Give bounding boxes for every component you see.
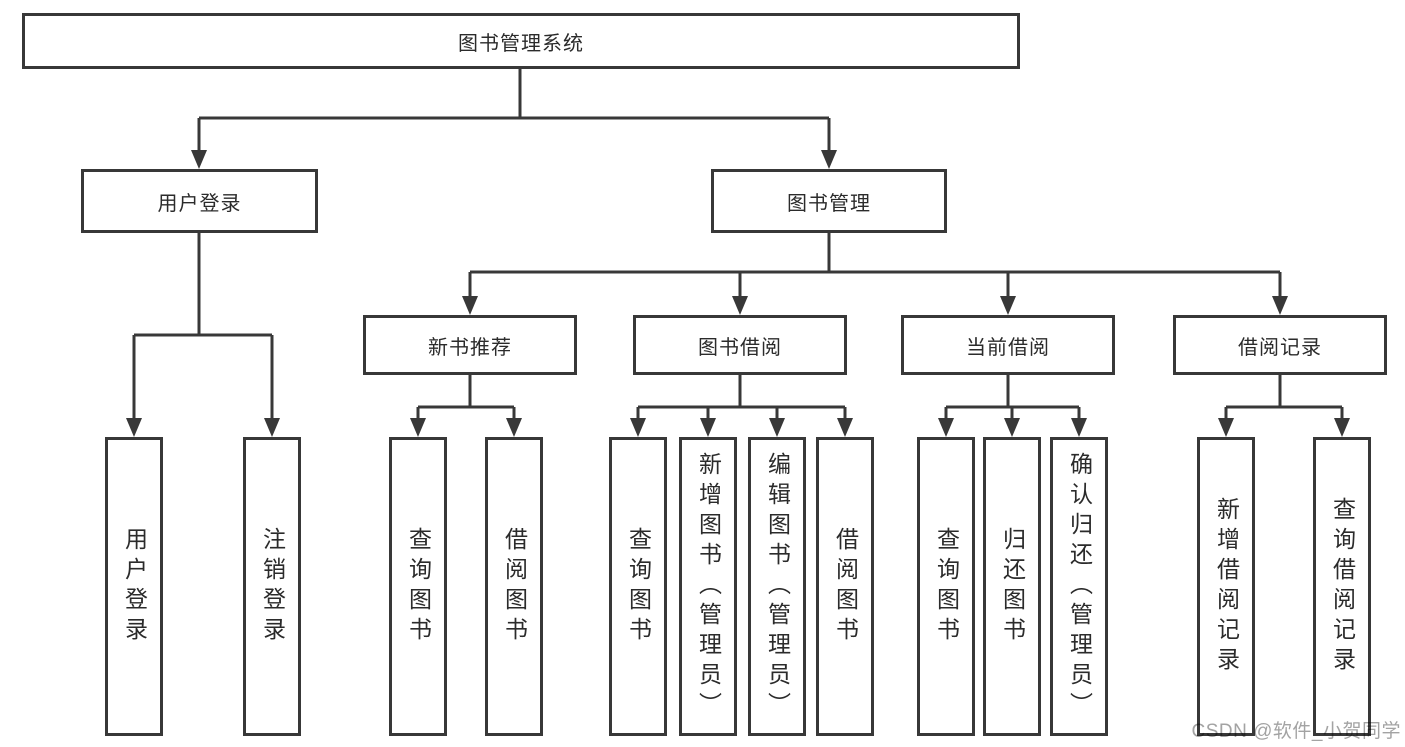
node-label: 图书借阅	[698, 336, 782, 359]
node-label: 查询图书	[933, 526, 960, 647]
node-user-login: 用户登录	[81, 169, 318, 233]
node-label: 注销登录	[259, 526, 286, 647]
node-leaf-query-books-borrowing: 查询图书	[609, 437, 667, 736]
node-label: 确认归还（管理员）	[1066, 451, 1093, 722]
node-leaf-logout: 注销登录	[243, 437, 301, 736]
node-label: 图书管理系统	[458, 32, 584, 55]
node-new-book-recommendation: 新书推荐	[363, 315, 577, 375]
node-label: 归还图书	[999, 526, 1026, 647]
node-leaf-user-login: 用户登录	[105, 437, 163, 736]
node-leaf-add-books-admin: 新增图书（管理员）	[679, 437, 737, 736]
node-book-management: 图书管理	[711, 169, 947, 233]
node-leaf-edit-books-admin: 编辑图书（管理员）	[748, 437, 806, 736]
node-leaf-borrow-books-recommend: 借阅图书	[485, 437, 543, 736]
node-label: 用户登录	[121, 526, 148, 647]
node-label: 新增图书（管理员）	[695, 451, 722, 722]
node-leaf-return-books: 归还图书	[983, 437, 1041, 736]
node-label: 新增借阅记录	[1213, 496, 1240, 677]
node-current-borrowing: 当前借阅	[901, 315, 1115, 375]
node-label: 查询图书	[625, 526, 652, 647]
node-label: 用户登录	[157, 192, 242, 215]
node-leaf-add-borrow-record: 新增借阅记录	[1197, 437, 1255, 736]
node-label: 查询图书	[405, 526, 432, 647]
node-label: 借阅图书	[832, 526, 859, 647]
node-label: 新书推荐	[428, 336, 512, 359]
node-leaf-query-books-recommend: 查询图书	[389, 437, 447, 736]
node-label: 借阅图书	[501, 526, 528, 647]
node-label: 借阅记录	[1238, 336, 1322, 359]
node-label: 图书管理	[787, 192, 871, 215]
node-book-borrowing: 图书借阅	[633, 315, 847, 375]
node-label: 查询借阅记录	[1329, 496, 1356, 677]
node-leaf-confirm-return-admin: 确认归还（管理员）	[1050, 437, 1108, 736]
node-label: 编辑图书（管理员）	[764, 451, 791, 722]
node-leaf-borrow-books: 借阅图书	[816, 437, 874, 736]
node-label: 当前借阅	[966, 336, 1050, 359]
node-leaf-query-borrow-record: 查询借阅记录	[1313, 437, 1371, 736]
node-borrowing-records: 借阅记录	[1173, 315, 1387, 375]
node-root-library-system: 图书管理系统	[22, 13, 1020, 69]
csdn-watermark: CSDN @软件_小贺同学	[1191, 721, 1401, 742]
node-leaf-query-books-current: 查询图书	[917, 437, 975, 736]
